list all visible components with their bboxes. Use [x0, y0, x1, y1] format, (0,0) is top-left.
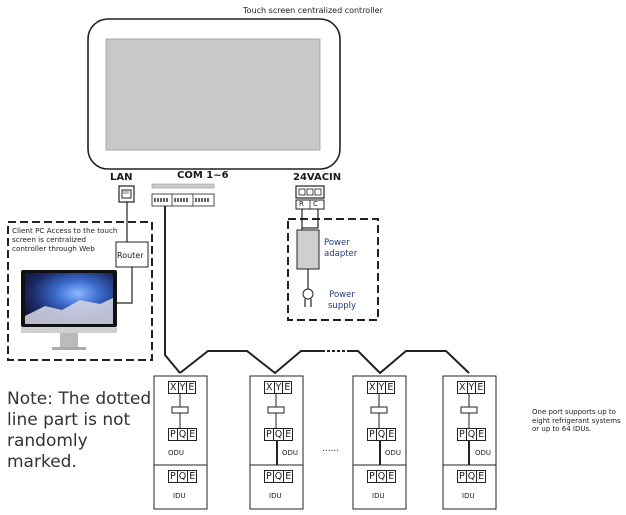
odu-idu-wires	[276, 440, 470, 465]
port-capacity-note: One port supports up to eight refrigeran…	[532, 408, 621, 433]
odu-3-label: ODU	[385, 449, 402, 457]
power-adapter-box	[296, 229, 320, 270]
client-pc-text: Client PC Access to the touch screen is …	[12, 226, 118, 253]
power-terminal	[295, 185, 325, 210]
idu-4-label: IDU	[462, 492, 475, 500]
idu-3-label: IDU	[372, 492, 385, 500]
note-text: Note: The dotted line part is not random…	[7, 389, 152, 472]
client-pc-dashed-box	[7, 221, 153, 361]
controller-title: Touch screen centralized controller	[243, 6, 383, 15]
odu-4-label: ODU	[475, 449, 492, 457]
odu-2-label: ODU	[282, 449, 299, 457]
power-supply-label: Power supply	[328, 290, 356, 311]
odu-1-label: ODU	[168, 449, 185, 457]
touch-screen-display	[105, 38, 321, 151]
com-bus-wire	[164, 206, 181, 374]
idu-boxes	[153, 464, 497, 510]
router-box	[115, 241, 149, 268]
ac-label: 24VACIN	[293, 172, 342, 183]
odu-internals	[171, 393, 478, 428]
idu-1-label: IDU	[173, 492, 186, 500]
c-label: C	[313, 200, 318, 208]
ellipsis-more-units: ......	[322, 444, 340, 454]
plug-icon	[302, 288, 314, 307]
com-label: COM 1~6	[177, 170, 229, 181]
power-dashed-box	[287, 218, 379, 321]
idu-2-label: IDU	[269, 492, 282, 500]
r-label: R	[299, 200, 304, 208]
com-terminal-block	[151, 183, 215, 207]
lan-port	[118, 185, 135, 203]
lan-label: LAN	[110, 172, 133, 183]
power-adapter-label: Power adapter	[324, 238, 358, 259]
router-label: Router	[117, 251, 144, 260]
monitor-icon	[21, 270, 117, 350]
